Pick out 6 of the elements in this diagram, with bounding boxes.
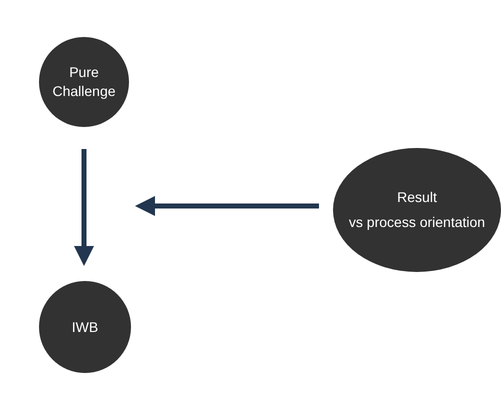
- node-label: IWB: [72, 318, 98, 336]
- arrow: [74, 149, 94, 266]
- node-label: Pure Challenge: [51, 63, 117, 101]
- arrow: [135, 196, 319, 216]
- node-label: Result: [397, 188, 437, 207]
- node-label: vs process orientation: [348, 213, 486, 232]
